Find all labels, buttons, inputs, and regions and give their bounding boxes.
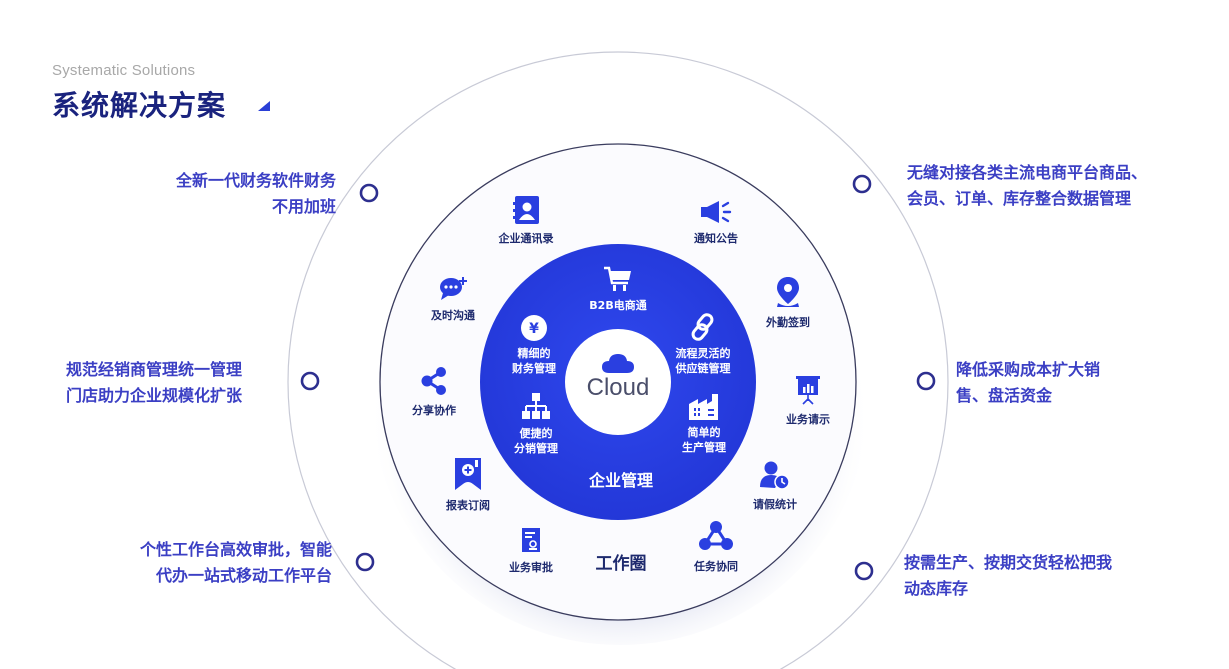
- item-label: 分享协作: [412, 404, 456, 417]
- item-label-line1: 流程灵活的: [675, 347, 731, 360]
- feature-line: 门店助力企业规模化扩张: [66, 386, 243, 405]
- work-item-request[interactable]: 业务请示: [763, 375, 853, 427]
- location-pin-icon: [777, 277, 799, 307]
- node-right-top: [852, 174, 872, 194]
- item-label-line2: 分销管理: [514, 442, 558, 455]
- team-collaboration-icon: [699, 521, 733, 550]
- feature-line: 降低采购成本扩大销: [956, 360, 1101, 379]
- chat-bubble-icon: [440, 277, 467, 300]
- chain-link-icon: [691, 313, 714, 341]
- item-label: B2B电商通: [589, 299, 647, 312]
- item-label-line2: 供应链管理: [675, 362, 731, 375]
- page-title: 系统解决方案: [52, 89, 227, 122]
- mgmt-item-b2b[interactable]: B2B电商通: [573, 266, 663, 313]
- work-item-leave-stats[interactable]: 请假统计: [730, 460, 820, 512]
- node-right-bottom: [854, 561, 874, 581]
- item-label-line1: 精细的: [517, 347, 551, 360]
- node-left-top: [359, 183, 379, 203]
- feature-right-middle: 降低采购成本扩大销 售、盘活资金: [956, 357, 1100, 409]
- mgmt-item-production[interactable]: 简单的 生产管理: [659, 393, 749, 455]
- outer-ring: [287, 51, 949, 669]
- feature-line: 不用加班: [271, 197, 336, 216]
- contacts-book-icon: [513, 196, 539, 224]
- node-left-middle: [300, 371, 320, 391]
- factory-icon: [689, 394, 718, 420]
- svg-text:¥: ¥: [529, 321, 539, 337]
- user-clock-icon: [760, 461, 790, 490]
- work-circle-label: 工作圈: [595, 554, 647, 574]
- feature-line: 代办一站式移动工作平台: [155, 566, 332, 585]
- feature-left-top: 全新一代财务软件财务 不用加班: [176, 168, 336, 220]
- item-label: 请假统计: [753, 498, 797, 511]
- share-icon: [421, 367, 446, 395]
- feature-line: 会员、订单、库存整合数据管理: [907, 189, 1132, 208]
- enterprise-management-label: 企业管理: [588, 471, 653, 490]
- mgmt-item-finance[interactable]: ¥ 精细的 财务管理: [489, 314, 579, 376]
- item-label: 报表订阅: [446, 499, 490, 512]
- mgmt-item-supply-chain[interactable]: 流程灵活的 供应链管理: [658, 312, 748, 376]
- report-subscribe-icon: [455, 458, 481, 490]
- item-label-line2: 财务管理: [512, 362, 556, 375]
- center-label: Cloud: [586, 374, 650, 401]
- feature-line: 个性工作台高效审批，智能: [139, 540, 332, 559]
- item-label: 通知公告: [694, 232, 738, 245]
- feature-left-middle: 规范经销商管理统一管理 门店助力企业规模化扩张: [66, 357, 242, 409]
- title-corner-mark-icon: [258, 101, 270, 111]
- yen-coin-icon: ¥: [521, 315, 547, 341]
- megaphone-icon: [701, 201, 732, 223]
- item-label: 及时沟通: [431, 309, 475, 322]
- feature-line: 全新一代财务软件财务: [175, 171, 336, 190]
- node-left-bottom: [355, 552, 375, 572]
- cloud-icon: [602, 354, 634, 373]
- work-item-reports[interactable]: 报表订阅: [423, 457, 513, 513]
- work-item-notices[interactable]: 通知公告: [671, 200, 761, 246]
- item-label: 外勤签到: [766, 316, 810, 329]
- feature-line: 动态库存: [904, 579, 969, 598]
- center-cloud[interactable]: Cloud: [568, 352, 668, 402]
- work-item-share[interactable]: 分享协作: [389, 366, 479, 418]
- node-right-middle: [916, 371, 936, 391]
- feature-left-bottom: 个性工作台高效审批，智能 代办一站式移动工作平台: [140, 537, 332, 589]
- item-label-line1: 简单的: [687, 426, 721, 439]
- presentation-board-icon: [796, 376, 820, 405]
- feature-line: 售、盘活资金: [956, 386, 1053, 405]
- feature-line: 按需生产、按期交货轻松把我: [904, 553, 1113, 572]
- shopping-cart-icon: [604, 266, 631, 291]
- item-label: 业务请示: [786, 413, 830, 426]
- work-item-chat[interactable]: 及时沟通: [408, 275, 498, 323]
- work-item-approval[interactable]: 业务审批: [486, 527, 576, 575]
- work-item-task-collab[interactable]: 任务协同: [671, 520, 761, 574]
- hierarchy-icon: [522, 393, 550, 419]
- item-label-line1: 便捷的: [519, 427, 553, 440]
- feature-line: 无缝对接各类主流电商平台商品、: [907, 163, 1148, 182]
- feature-line: 规范经销商管理统一管理: [66, 360, 243, 379]
- item-label: 企业通讯录: [498, 232, 554, 245]
- center-circle: [565, 329, 671, 435]
- item-label: 任务协同: [694, 560, 738, 573]
- work-item-checkin[interactable]: 外勤签到: [743, 276, 833, 330]
- feature-right-bottom: 按需生产、按期交货轻松把我 动态库存: [904, 550, 1112, 602]
- feature-right-top: 无缝对接各类主流电商平台商品、 会员、订单、库存整合数据管理: [907, 160, 1147, 212]
- approval-document-icon: [522, 528, 540, 552]
- section-subtitle: Systematic Solutions: [52, 62, 196, 79]
- item-label: 业务审批: [509, 561, 553, 574]
- work-item-contacts[interactable]: 企业通讯录: [481, 196, 571, 246]
- mgmt-item-distribution[interactable]: 便捷的 分销管理: [491, 392, 581, 456]
- item-label-line2: 生产管理: [682, 441, 726, 454]
